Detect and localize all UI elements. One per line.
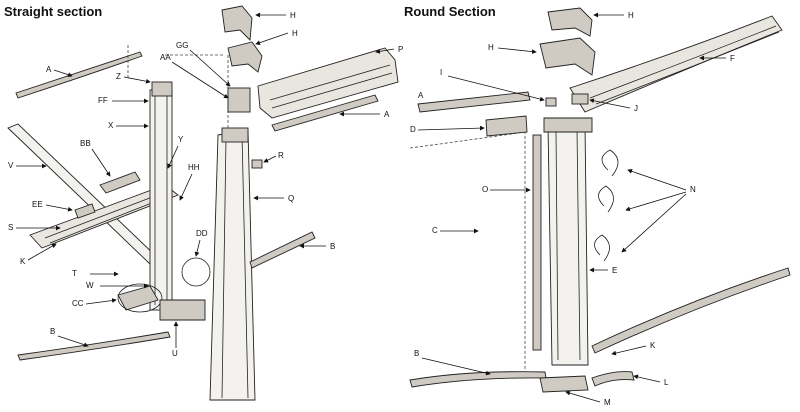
label-cc: CC [72,299,84,308]
label-q: Q [288,194,294,203]
label-dd: DD [196,229,208,238]
connector-j [571,93,589,105]
straight-section-title: Straight section [4,4,103,19]
cap-h-upper-round [547,7,593,37]
label-w: W [86,281,94,290]
upright-e [547,124,589,366]
label-hh: HH [188,163,200,172]
upright-x [149,89,173,311]
label-b-round: B [414,349,419,358]
label-m: M [604,398,611,407]
round-section-drawing [409,7,791,393]
cap-h-lower [227,41,263,73]
label-y: Y [178,135,184,144]
label-z: Z [116,72,121,81]
label-u: U [172,349,178,358]
connector-i [545,97,557,107]
label-j: J [634,104,638,113]
stabilizer-rail-s [29,184,179,249]
cap-h-upper [221,5,253,41]
wall-c [409,131,526,370]
label-a-round: A [418,91,424,100]
detail-dd [181,257,211,287]
clip-n-3 [594,234,610,262]
label-e: E [612,266,617,275]
label-ee: EE [32,200,43,209]
part-l [591,371,635,387]
clip-n-1 [601,149,619,177]
cap-h-lower-round [539,37,596,76]
label-p: P [398,45,403,54]
top-rail-a-small [271,94,379,132]
label-o: O [482,185,488,194]
rail-k-round [591,267,791,354]
label-aa: AA [160,53,171,62]
label-d: D [410,125,416,134]
bottom-plate-m [539,375,589,393]
straight-section-drawing [7,5,399,401]
bottom-rail-b-right [249,231,316,269]
label-c: C [432,226,438,235]
label-v: V [8,161,14,170]
label-gg: GG [176,41,188,50]
connector-gg [227,87,251,113]
label-ff: FF [98,96,108,105]
top-rail-a-round [417,91,531,113]
label-k: K [20,257,26,266]
label-bb: BB [80,139,91,148]
label-n: N [690,185,696,194]
strip-o [532,134,542,351]
top-cap-z [151,81,173,97]
upright-q [209,129,256,401]
bottom-rail-b-round [409,371,547,388]
plate-cc [117,285,159,311]
label-h-2-round: H [488,43,494,52]
label-s: S [8,223,13,232]
bottom-rail-b [17,331,171,361]
label-a: A [46,65,52,74]
label-h-1: H [290,11,296,20]
label-h-2: H [292,29,298,38]
clip-n-2 [598,185,614,213]
label-f: F [730,54,735,63]
top-rail-a [15,51,143,99]
label-a-2: A [384,110,390,119]
label-l: L [664,378,669,387]
label-b: B [50,327,55,336]
label-i: I [440,68,442,77]
label-t: T [72,269,77,278]
label-r: R [278,151,284,160]
round-section-title: Round Section [404,4,496,19]
label-x: X [108,121,114,130]
bracket-bb [99,171,141,194]
bracket-ee [74,203,96,219]
label-h-1-round: H [628,11,634,20]
bottom-plate-u [159,299,206,321]
part-r [251,159,263,169]
top-seat-f [569,15,783,113]
cover-d [485,115,528,137]
label-b-2: B [330,242,335,251]
label-k-round: K [650,341,656,350]
